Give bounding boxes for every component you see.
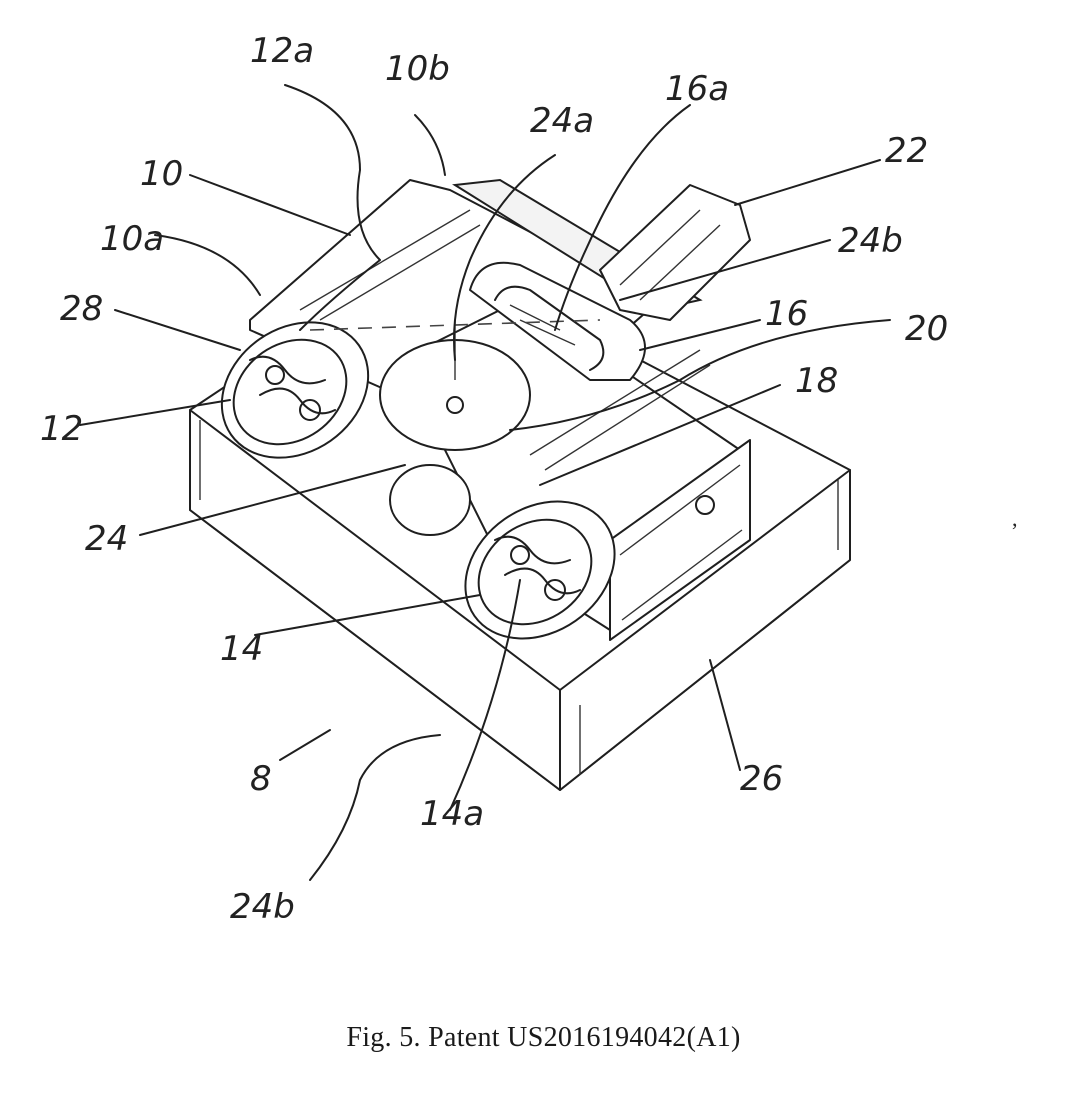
label-18: 18	[795, 361, 838, 401]
label-16: 16	[765, 294, 808, 334]
label-16a: 16a	[665, 69, 729, 109]
disc	[379, 320, 531, 536]
lens-left	[220, 321, 370, 459]
reference-labels: 12a 10b 16a 24a 22 10 24b 10a 28 16 20 1…	[40, 31, 948, 927]
label-12: 12	[40, 409, 83, 449]
label-20: 20	[905, 309, 948, 349]
figure-caption: Fig. 5. Patent US2016194042(A1)	[346, 1022, 741, 1053]
label-26: 26	[740, 759, 783, 799]
lens-right	[464, 500, 616, 640]
label-22: 22	[885, 131, 928, 171]
connector	[599, 184, 751, 321]
label-10b: 10b	[385, 49, 450, 89]
label-24b-bottom: 24b	[230, 887, 295, 927]
label-8: 8	[250, 759, 272, 799]
label-24: 24	[85, 519, 128, 559]
stray-mark: ,	[1012, 506, 1018, 531]
label-12a: 12a	[250, 31, 314, 71]
label-24b-top: 24b	[838, 221, 903, 261]
label-10: 10	[140, 154, 183, 194]
leader-lines	[79, 84, 891, 881]
label-28: 28	[60, 289, 103, 329]
label-10a: 10a	[100, 219, 164, 259]
label-14: 14	[220, 629, 263, 669]
patent-drawing: 12a 10b 16a 24a 22 10 24b 10a 28 16 20 1…	[40, 31, 948, 927]
label-24a: 24a	[530, 101, 594, 141]
label-14a: 14a	[420, 794, 484, 834]
